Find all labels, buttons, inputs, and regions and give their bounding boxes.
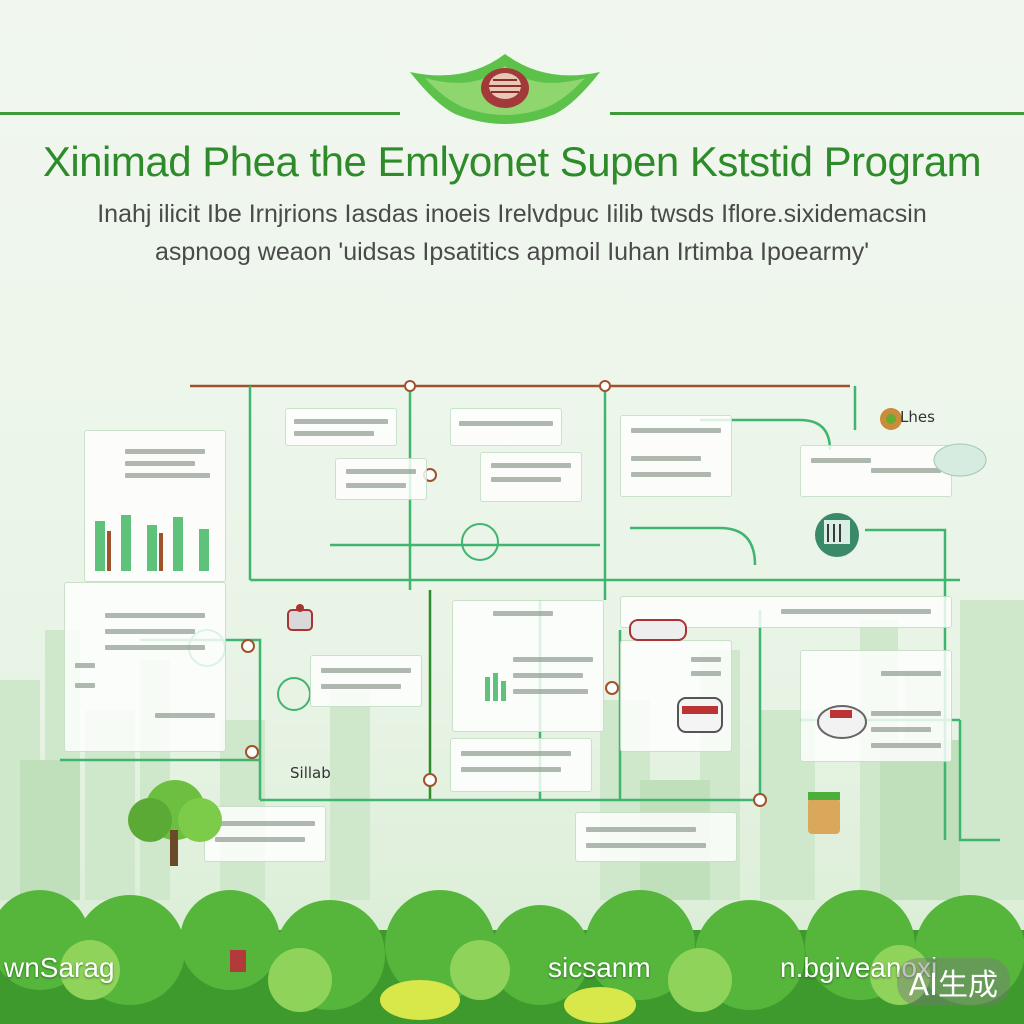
footer-label-right: n.bgiveanoxi [780,952,938,983]
device-icon [287,604,313,631]
diagram-card [450,738,592,792]
bubble-icon [933,443,987,477]
foliage-foreground [0,890,1024,1024]
footer-label-left: wnSarag [4,952,115,983]
diagram-card [310,655,422,707]
bar-icon [485,673,506,701]
diagram-card [800,650,952,762]
diagram-card [84,430,226,582]
tree-icon [128,780,222,866]
diagram-card [64,582,226,752]
diagram-card [480,452,582,502]
header-rule-right [610,112,1024,115]
bar-icon [95,515,209,571]
plant-icon [880,408,902,430]
diagram-card [620,415,732,497]
device-icon [677,697,723,733]
ai-generated-watermark: AI生成 [896,958,1010,1006]
node-label: Lhes [900,408,935,426]
diagram-card [285,408,397,446]
device-icon [817,705,867,739]
subtitle-line-1: Inahj ilicit Ibe Irnjrions Iasdas inoeis… [97,200,927,228]
header-rule-left [0,112,400,115]
leaf-logo-icon [410,54,600,124]
subtitle-line-2: aspnoog weaon 'uidsas Ipsatitics apmoil … [154,238,870,266]
node-label: Sillab [290,764,331,782]
diagram-card [335,458,427,500]
screen-icon [815,513,859,557]
device-icon [629,619,687,641]
diagram-card [800,445,952,497]
box-icon [808,792,840,834]
diagram-card [575,812,737,862]
page-title: Xinimad Phea the Emlyonet Supen Kststid … [42,138,982,185]
diagram-card [450,408,562,446]
diagram-card [620,640,732,752]
diagram-card [452,600,604,732]
footer-label-center: sicsanm [548,952,651,983]
